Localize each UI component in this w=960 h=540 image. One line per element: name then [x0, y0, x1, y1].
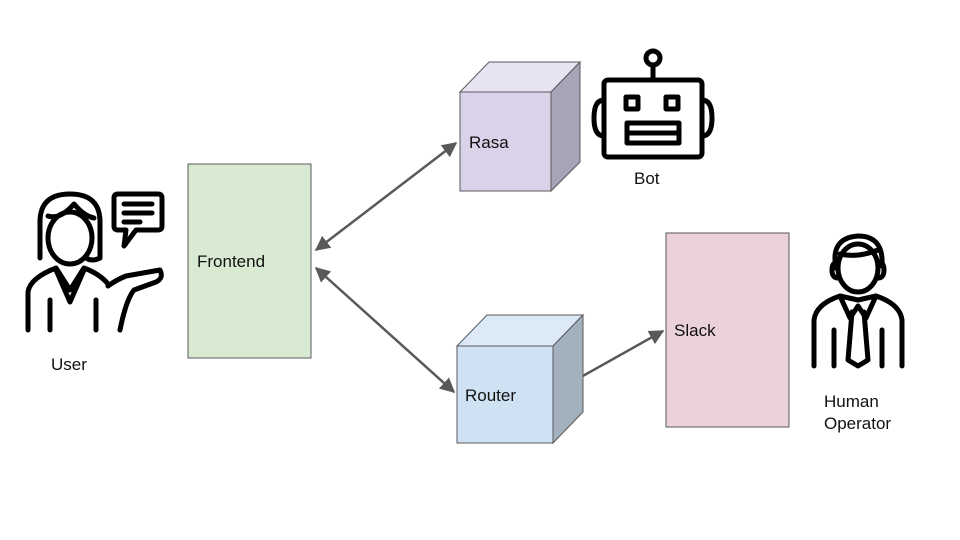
rasa-label: Rasa	[469, 133, 509, 152]
router-label: Router	[465, 386, 516, 405]
slack-node: Slack	[665, 232, 790, 428]
user-caption: User	[51, 355, 87, 374]
edge-frontend-router	[314, 266, 456, 394]
slack-label: Slack	[674, 321, 716, 340]
human-operator-caption-line1: Human	[824, 392, 879, 411]
human-operator-caption-line2: Operator	[824, 414, 891, 433]
frontend-node: Frontend	[187, 163, 312, 359]
rasa-node: Rasa	[458, 60, 582, 193]
bot-caption: Bot	[634, 169, 660, 188]
woman-speech-icon	[25, 191, 165, 333]
robot-icon	[591, 48, 715, 160]
router-node: Router	[455, 313, 585, 445]
businessman-icon	[811, 233, 905, 369]
edge-frontend-rasa	[314, 142, 458, 251]
frontend-label: Frontend	[197, 252, 265, 271]
